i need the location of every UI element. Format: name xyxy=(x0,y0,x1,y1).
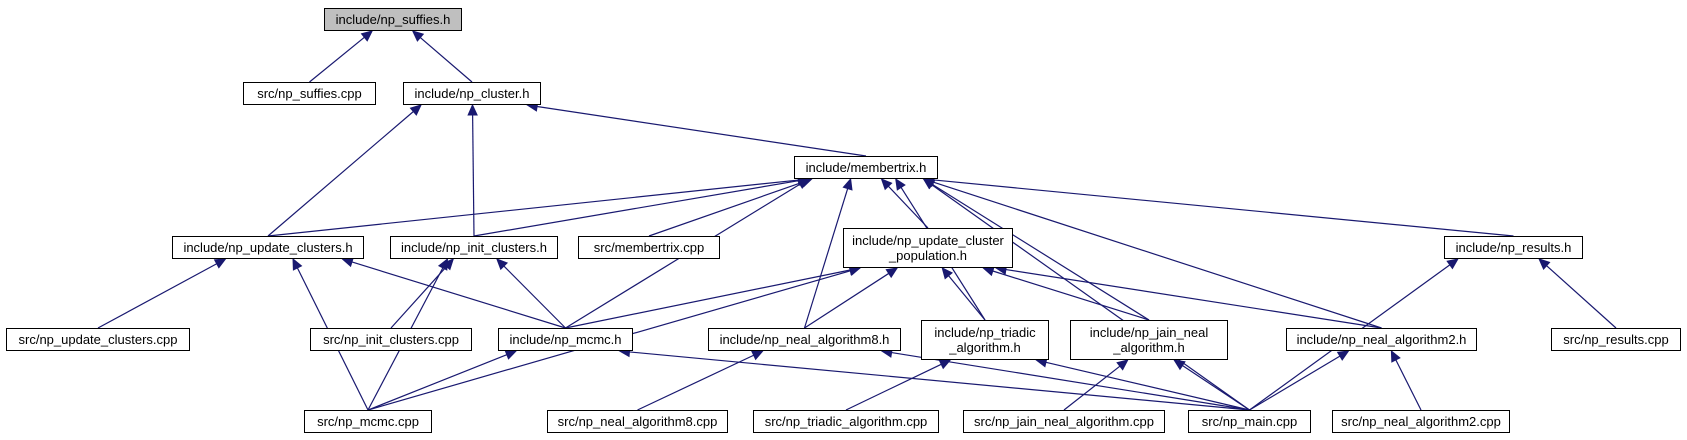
edge-np_neal_algorithm2_h-to-membertrix_h xyxy=(932,181,1382,329)
edge-np_mcmc_h-to-np_init_clusters_h xyxy=(503,265,566,329)
edge-np_results_h-to-membertrix_h xyxy=(933,179,1514,237)
edge-np_triadic_algorithm_h-to-np_update_cluster_population_h xyxy=(948,275,986,321)
edge-np_results_cpp-to-np_results_h xyxy=(1546,265,1617,329)
edge-np_cluster_h-to-np_suffies_h xyxy=(419,37,473,83)
node-np-update-cluster-population-h[interactable]: include/np_update_cluster _population.h xyxy=(843,228,1013,268)
edge-arrowhead xyxy=(292,257,303,271)
edge-np_update_clusters_h-to-membertrix_h xyxy=(267,179,799,237)
node-np-mcmc-cpp[interactable]: src/np_mcmc.cpp xyxy=(304,410,432,433)
edge-membertrix_cpp-to-membertrix_h xyxy=(648,181,803,237)
edge-arrowhead xyxy=(1538,258,1551,270)
node-np-neal-algorithm2-h[interactable]: include/np_neal_algorithm2.h xyxy=(1286,328,1477,351)
edge-np_init_clusters_h-to-np_cluster_h xyxy=(472,114,475,237)
edge-arrowhead xyxy=(895,177,906,191)
edge-np_main_cpp-to-membertrix_h xyxy=(931,184,1250,411)
node-membertrix-cpp[interactable]: src/membertrix.cpp xyxy=(578,236,720,259)
edge-np_jain_neal_algorithm_h-to-membertrix_h xyxy=(931,183,1150,321)
node-np-init-clusters-h[interactable]: include/np_init_clusters.h xyxy=(390,236,558,259)
node-np-suffies-h: include/np_suffies.h xyxy=(324,8,462,31)
edge-arrowhead xyxy=(360,30,374,42)
edge-arrowhead xyxy=(213,258,227,269)
edge-np_suffies_cpp-to-np_suffies_h xyxy=(309,36,365,83)
edge-np_main_cpp-to-np_mcmc_h xyxy=(629,351,1250,411)
edge-np_main_cpp-to-np_jain_neal_algorithm_h xyxy=(1182,365,1250,411)
edge-np_update_cluster_population_h-to-membertrix_h xyxy=(887,185,929,229)
edge-np_neal_algorithm8_h-to-membertrix_h xyxy=(803,188,849,329)
edge-arrowhead xyxy=(467,103,478,116)
node-np-cluster-h[interactable]: include/np_cluster.h xyxy=(403,82,541,105)
edge-np_main_cpp-to-np_triadic_algorithm_h xyxy=(1045,361,1250,411)
node-np-neal-algorithm8-cpp[interactable]: src/np_neal_algorithm8.cpp xyxy=(547,410,728,433)
edge-arrowhead xyxy=(504,349,518,360)
edge-np_neal_algorithm2_h-to-np_update_cluster_population_h xyxy=(1005,268,1382,329)
edge-np_update_clusters_h-to-np_cluster_h xyxy=(267,111,414,237)
edge-np_init_clusters_h-to-membertrix_h xyxy=(473,180,799,237)
node-np-jain-neal-algorithm-cpp[interactable]: src/np_jain_neal_algorithm.cpp xyxy=(963,410,1165,433)
node-np-init-clusters-cpp[interactable]: src/np_init_clusters.cpp xyxy=(310,328,472,351)
edge-np_mcmc_h-to-np_update_clusters_h xyxy=(351,261,566,329)
edge-np_neal_algorithm8_cpp-to-np_neal_algorithm8_h xyxy=(637,354,754,411)
edge-np_init_clusters_cpp-to-np_init_clusters_h xyxy=(390,266,447,329)
node-np-mcmc-h[interactable]: include/np_mcmc.h xyxy=(498,328,633,351)
node-np-update-clusters-cpp[interactable]: src/np_update_clusters.cpp xyxy=(6,328,190,351)
edge-arrowhead xyxy=(409,104,422,116)
node-np-results-cpp[interactable]: src/np_results.cpp xyxy=(1551,328,1681,351)
node-membertrix-h[interactable]: include/membertrix.h xyxy=(794,156,938,179)
node-np-results-h[interactable]: include/np_results.h xyxy=(1444,236,1583,259)
node-np-jain-neal-algorithm-h[interactable]: include/np_jain_neal _algorithm.h xyxy=(1070,320,1228,360)
edge-np_neal_algorithm8_h-to-np_update_cluster_population_h xyxy=(804,272,890,329)
edge-arrowhead xyxy=(1446,258,1459,270)
node-np-main-cpp[interactable]: src/np_main.cpp xyxy=(1188,410,1311,433)
edge-np_triadic_algorithm_cpp-to-np_triadic_algorithm_h xyxy=(845,363,942,411)
node-np-suffies-cpp[interactable]: src/np_suffies.cpp xyxy=(243,82,376,105)
edge-arrowhead xyxy=(751,350,764,361)
edge-arrowhead xyxy=(1173,359,1186,371)
node-np-update-clusters-h[interactable]: include/np_update_clusters.h xyxy=(172,236,364,259)
edge-arrowhead xyxy=(880,178,893,191)
node-np-neal-algorithm2-cpp[interactable]: src/np_neal_algorithm2.cpp xyxy=(1332,410,1510,433)
node-np-neal-algorithm8-h[interactable]: include/np_neal_algorithm8.h xyxy=(708,328,901,351)
edge-np_jain_neal_algorithm_cpp-to-np_jain_neal_algorithm_h xyxy=(1063,365,1121,411)
edge-np_neal_algorithm2_cpp-to-np_neal_algorithm2_h xyxy=(1395,359,1422,411)
edge-arrowhead xyxy=(1390,349,1401,363)
edge-arrowhead xyxy=(938,359,952,370)
edge-np_mcmc_h-to-np_update_cluster_population_h xyxy=(565,269,851,329)
edge-arrowhead xyxy=(442,258,455,271)
edge-arrowhead xyxy=(941,267,953,280)
node-np-triadic-algorithm-cpp[interactable]: src/np_triadic_algorithm.cpp xyxy=(753,410,939,433)
edge-np_jain_neal_algorithm_h-to-np_update_cluster_population_h xyxy=(992,270,1150,321)
edge-np_main_cpp-to-np_neal_algorithm8_h xyxy=(891,351,1250,411)
node-np-triadic-algorithm-h[interactable]: include/np_triadic _algorithm.h xyxy=(921,320,1049,360)
edge-arrowhead xyxy=(496,258,509,271)
edge-np_main_cpp-to-np_neal_algorithm2_h xyxy=(1249,355,1341,411)
edge-arrowhead xyxy=(796,178,810,189)
edge-np_update_clusters_cpp-to-np_update_clusters_h xyxy=(97,263,217,329)
edge-membertrix_h-to-np_cluster_h xyxy=(536,105,867,157)
edge-arrowhead xyxy=(411,30,425,42)
edge-arrowhead xyxy=(1116,359,1129,371)
edge-arrowhead xyxy=(1336,350,1350,361)
edge-arrowhead xyxy=(885,267,899,279)
edge-arrowhead xyxy=(842,177,853,191)
edge-np_mcmc_cpp-to-np_mcmc_h xyxy=(367,354,508,411)
